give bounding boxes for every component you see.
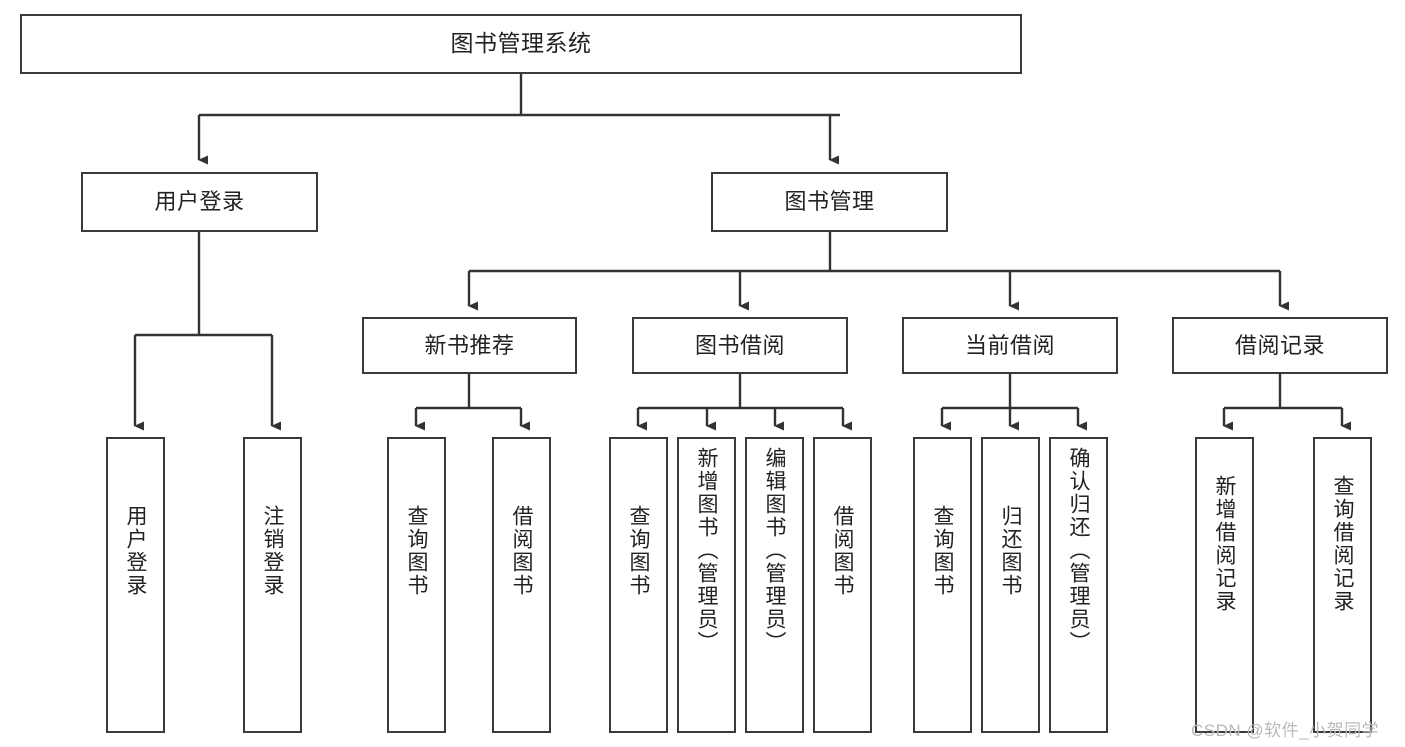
node-leaf-add-book[interactable]: 新增图书（管理员） <box>677 437 736 733</box>
node-leaf-query-book-2-label: 查询图书 <box>627 505 651 597</box>
node-leaf-borrow-book-2-label: 借阅图书 <box>831 505 855 597</box>
node-leaf-user-login[interactable]: 用户登录 <box>106 437 165 733</box>
node-new-book-recommend[interactable]: 新书推荐 <box>362 317 577 374</box>
node-leaf-confirm-return[interactable]: 确认归还（管理员） <box>1049 437 1108 733</box>
node-leaf-confirm-return-label: 确认归还（管理员） <box>1067 447 1091 654</box>
node-leaf-edit-book[interactable]: 编辑图书（管理员） <box>745 437 804 733</box>
node-current-borrow-label: 当前借阅 <box>964 332 1055 358</box>
node-book-borrow[interactable]: 图书借阅 <box>632 317 848 374</box>
node-leaf-add-record-label: 新增借阅记录 <box>1213 475 1237 613</box>
node-leaf-query-record-label: 查询借阅记录 <box>1331 475 1355 613</box>
node-user-login[interactable]: 用户登录 <box>81 172 318 232</box>
node-leaf-user-login-label: 用户登录 <box>124 505 148 597</box>
node-leaf-query-book-2[interactable]: 查询图书 <box>609 437 668 733</box>
node-leaf-user-logout-label: 注销登录 <box>261 505 285 597</box>
node-leaf-borrow-book-1-label: 借阅图书 <box>510 505 534 597</box>
node-leaf-add-record[interactable]: 新增借阅记录 <box>1195 437 1254 733</box>
node-new-book-recommend-label: 新书推荐 <box>424 332 515 358</box>
node-leaf-edit-book-label: 编辑图书（管理员） <box>763 447 787 654</box>
node-leaf-query-book-1-label: 查询图书 <box>405 505 429 597</box>
node-root-label: 图书管理系统 <box>450 30 592 57</box>
node-leaf-query-record[interactable]: 查询借阅记录 <box>1313 437 1372 733</box>
node-leaf-add-book-label: 新增图书（管理员） <box>695 447 719 654</box>
node-borrow-record-label: 借阅记录 <box>1234 332 1325 358</box>
node-user-login-label: 用户登录 <box>154 189 245 215</box>
node-root[interactable]: 图书管理系统 <box>20 14 1022 74</box>
node-leaf-borrow-book-1[interactable]: 借阅图书 <box>492 437 551 733</box>
node-book-borrow-label: 图书借阅 <box>694 332 785 358</box>
node-leaf-borrow-book-2[interactable]: 借阅图书 <box>813 437 872 733</box>
node-current-borrow[interactable]: 当前借阅 <box>902 317 1118 374</box>
node-leaf-user-logout[interactable]: 注销登录 <box>243 437 302 733</box>
node-book-manage[interactable]: 图书管理 <box>711 172 948 232</box>
node-leaf-return-book[interactable]: 归还图书 <box>981 437 1040 733</box>
node-leaf-query-book-3-label: 查询图书 <box>931 505 955 597</box>
node-leaf-query-book-1[interactable]: 查询图书 <box>387 437 446 733</box>
node-borrow-record[interactable]: 借阅记录 <box>1172 317 1388 374</box>
node-leaf-query-book-3[interactable]: 查询图书 <box>913 437 972 733</box>
node-book-manage-label: 图书管理 <box>784 189 875 215</box>
node-leaf-return-book-label: 归还图书 <box>999 505 1023 597</box>
